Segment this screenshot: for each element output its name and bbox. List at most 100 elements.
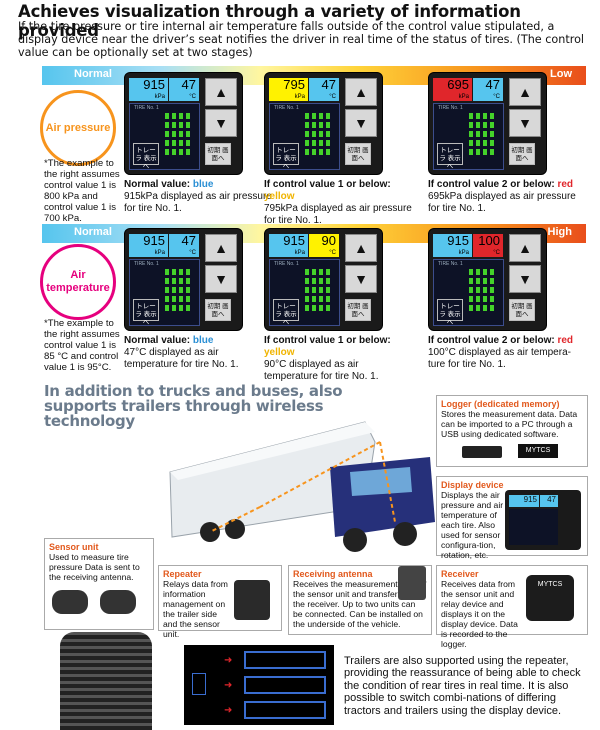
tire-indicator: [165, 122, 169, 128]
trailer-view-button[interactable]: トレーラ 表示へ: [273, 143, 299, 170]
tire-indicator: [483, 149, 487, 155]
tire-indicator: [172, 296, 176, 302]
up-arrow-button[interactable]: ▲: [205, 234, 237, 262]
tire-indicator: [186, 113, 190, 119]
trailer-view-button[interactable]: トレーラ 表示へ: [437, 299, 463, 326]
trailer-view-button[interactable]: トレーラ 表示へ: [437, 143, 463, 170]
up-arrow-button[interactable]: ▲: [345, 78, 377, 106]
tire-indicator: [490, 278, 494, 284]
tire-indicator: [305, 149, 309, 155]
tire-indicator: [305, 131, 309, 137]
receiver-text: Receives data from the sensor unit and r…: [441, 579, 518, 649]
display-text: Displays the air pressure and air temper…: [441, 490, 504, 560]
section2-title: In addition to trucks and buses, also su…: [44, 382, 343, 430]
tire-indicator: [319, 287, 323, 293]
antenna-title: Receiving antenna: [293, 569, 373, 579]
up-arrow-button[interactable]: ▲: [205, 78, 237, 106]
tire-indicator: [179, 269, 183, 275]
scale-normal-label: Normal: [74, 68, 112, 80]
down-arrow-button[interactable]: ▼: [509, 265, 541, 293]
home-screen-button[interactable]: 初期 画面へ: [345, 143, 371, 165]
tire-indicator: [186, 131, 190, 137]
tire-indicator: [305, 122, 309, 128]
display-mini-temp: 47: [540, 495, 558, 507]
tire-indicator: [326, 278, 330, 284]
tire-indicator: [172, 149, 176, 155]
up-arrow-button[interactable]: ▲: [509, 78, 541, 106]
page-title: Achieves visualization through a variety…: [18, 2, 521, 40]
tire-indicator: [490, 113, 494, 119]
home-screen-button[interactable]: 初期 画面へ: [345, 299, 371, 321]
up-arrow-button[interactable]: ▲: [345, 234, 377, 262]
intro-text: If the tire pressure or tire internal ai…: [18, 20, 585, 59]
usb-logger-icon: [462, 446, 502, 458]
tire-indicator: [476, 278, 480, 284]
antenna-icon: [398, 566, 426, 600]
arrow-icon: ➜: [224, 680, 233, 691]
tire-indicator: [312, 113, 316, 119]
tire-indicator: [319, 296, 323, 302]
tire-indicator: [186, 140, 190, 146]
tire-indicator: [312, 287, 316, 293]
tire-indicator: [319, 113, 323, 119]
trailer-view-button[interactable]: トレーラ 表示へ: [273, 299, 299, 326]
tire-indicator: [319, 140, 323, 146]
tire-indicator: [186, 149, 190, 155]
trailer-view-button[interactable]: トレーラ 表示へ: [133, 143, 159, 170]
tire-indicator: [483, 278, 487, 284]
temperature-readout: 47°C: [473, 78, 503, 101]
home-screen-button[interactable]: 初期 画面へ: [205, 143, 231, 165]
tire-indicator: [172, 305, 176, 311]
home-screen-button[interactable]: 初期 画面へ: [509, 299, 535, 321]
display-mini-screen: [509, 509, 558, 545]
air-temperature-label: Air temperature: [46, 269, 110, 294]
down-arrow-button[interactable]: ▼: [205, 109, 237, 137]
tire-indicator: [326, 296, 330, 302]
tire-indicator: [490, 287, 494, 293]
tire-indicator: [305, 287, 309, 293]
up-arrow-button[interactable]: ▲: [509, 234, 541, 262]
down-arrow-button[interactable]: ▼: [205, 265, 237, 293]
logger-box: Logger (dedicated memory) Stores the mea…: [436, 395, 588, 467]
tire-indicator: [469, 131, 473, 137]
trailer-view-button[interactable]: トレーラ 表示へ: [133, 299, 159, 326]
home-screen-button[interactable]: 初期 画面へ: [205, 299, 231, 321]
temperature-readout: 47°C: [309, 78, 339, 101]
tire-indicator: [476, 287, 480, 293]
tire-indicator: [179, 296, 183, 302]
tire-indicator: [476, 122, 480, 128]
tire-indicator: [305, 269, 309, 275]
sensor-box: Sensor unit Used to measure tire pressur…: [44, 538, 154, 630]
sensor-text: Used to measure tire pressure Data is se…: [49, 552, 140, 582]
tire-indicator: [165, 140, 169, 146]
tire-indicator: [483, 287, 487, 293]
tire-indicator: [312, 269, 316, 275]
tire-indicator: [186, 269, 190, 275]
trailer-text: Trailers are also supported using the re…: [344, 655, 581, 717]
tire-indicator: [469, 269, 473, 275]
home-screen-button[interactable]: 初期 画面へ: [509, 143, 535, 165]
tire-image: [60, 632, 152, 730]
tire-indicator: [172, 287, 176, 293]
tire-indicator: [483, 269, 487, 275]
down-arrow-button[interactable]: ▼: [509, 109, 541, 137]
tire-indicator: [490, 122, 494, 128]
down-arrow-button[interactable]: ▼: [345, 109, 377, 137]
tire-indicator: [469, 113, 473, 119]
scale-high-label: High: [547, 226, 572, 238]
tire-indicator: [172, 269, 176, 275]
tire-indicator: [179, 278, 183, 284]
tire-indicator: [186, 122, 190, 128]
down-arrow-button[interactable]: ▼: [345, 265, 377, 293]
tire-indicator: [483, 122, 487, 128]
